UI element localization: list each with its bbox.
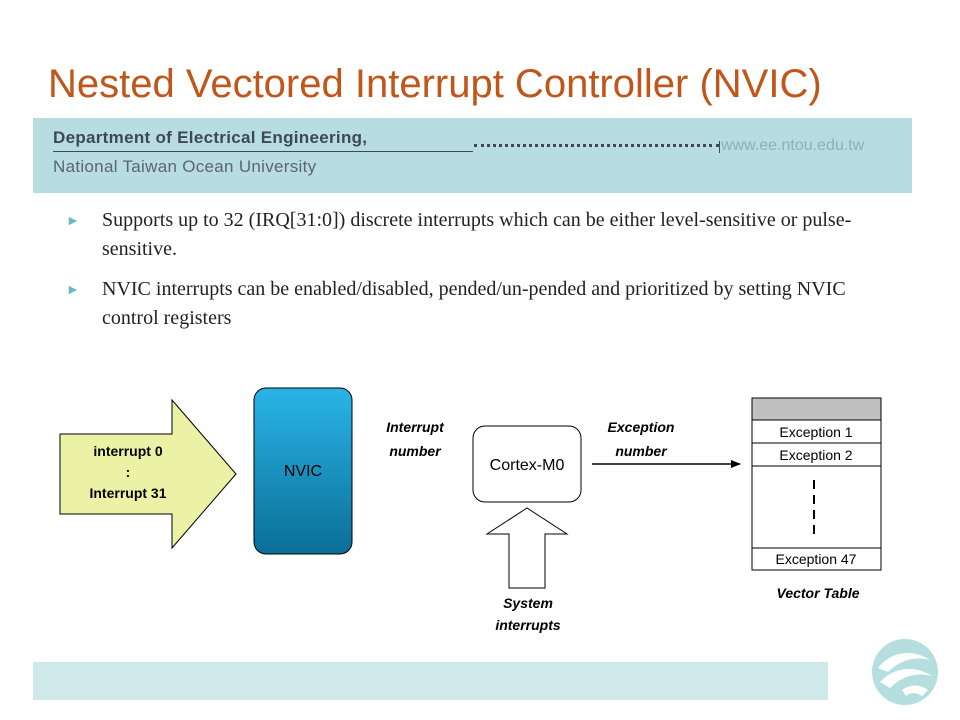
interrupt-input-arrow [59,398,237,550]
url-divider [719,141,720,153]
system-interrupts-label: System [503,595,553,611]
bullet-text: NVIC interrupts can be enabled/disabled,… [102,278,846,329]
dotted-leader [474,144,719,147]
vector-table-row: Exception 47 [776,551,857,567]
header-banner [33,118,912,193]
bullet-arrow-icon: ► [66,214,80,229]
exception-number-label-2: number [615,443,668,459]
cortex-m0-label: Cortex-M0 [490,457,565,474]
department-underline [53,151,473,152]
system-interrupts-label-2: interrupts [495,617,561,633]
department-name: Department of Electrical Engineering, [53,128,368,147]
system-interrupts-arrow [485,507,569,589]
vector-table [751,419,882,571]
nvic-block [253,387,353,555]
university-logo [872,639,938,705]
website-url: www.ee.ntou.edu.tw [721,137,865,154]
bullet-item: ► NVIC interrupts can be enabled/disable… [66,275,866,333]
interrupt-number-label: Interrupt [386,419,445,435]
exception-number-label: Exception [608,419,675,435]
bullet-text: Supports up to 32 (IRQ[31:0]) discrete i… [102,209,852,260]
nvic-label: NVIC [284,463,322,480]
interrupt-number-label-2: number [389,443,442,459]
footer-bar [33,662,828,700]
university-name: National Taiwan Ocean University [53,157,317,176]
vector-table-row: Exception 1 [779,424,852,440]
bullet-arrow-icon: ► [66,283,80,298]
vector-table-row: Exception 2 [779,447,852,463]
bullet-item: ► Supports up to 32 (IRQ[31:0]) discrete… [66,206,866,264]
interrupt-range-end: Interrupt 31 [89,485,166,501]
vector-table-header [751,397,882,421]
bullet-list: ► Supports up to 32 (IRQ[31:0]) discrete… [66,206,866,344]
interrupt-range-separator: : [126,464,131,480]
vector-table-caption: Vector Table [777,585,860,601]
slide-title: Nested Vectored Interrupt Controller (NV… [48,62,822,106]
interrupt-range-start: interrupt 0 [93,443,162,459]
cortex-m0-block [472,425,582,503]
